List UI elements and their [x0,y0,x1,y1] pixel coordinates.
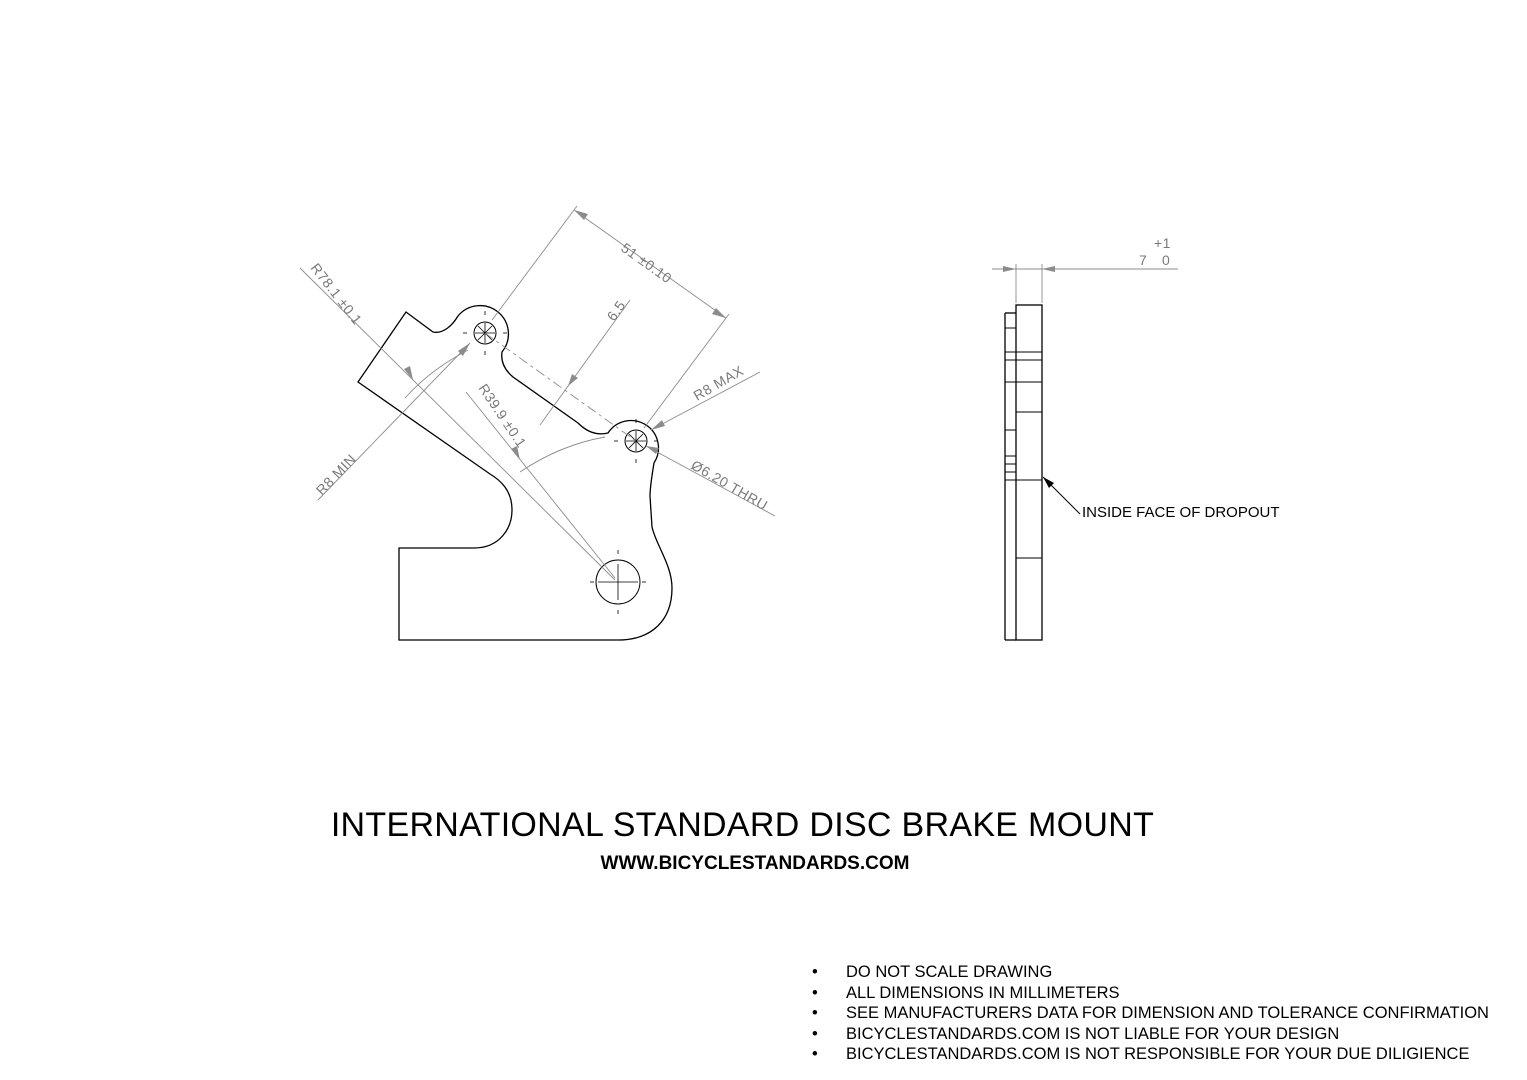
bullet-icon: • [812,963,818,981]
note-text: BICYCLESTANDARDS.COM IS NOT RESPONSIBLE … [846,1045,1470,1063]
note-text: DO NOT SCALE DRAWING [846,963,1053,981]
dimension-radius-min-label: R8 MIN [313,451,360,498]
axle-hole [590,550,646,614]
notes-list: • DO NOT SCALE DRAWING • ALL DIMENSIONS IN… [812,962,1489,1065]
drawing-title: INTERNATIONAL STANDARD DISC BRAKE MOUNT [330,806,1155,844]
callout-inside-face-label: INSIDE FACE OF DROPOUT [1082,504,1280,521]
note-item: • BICYCLESTANDARDS.COM IS NOT RESPONSIBLE… [812,1044,1489,1065]
dimension-hole: Ø6.20 THRU [645,445,776,517]
note-text: SEE MANUFACTURERS DATA FOR DIMENSION AND… [846,1004,1489,1022]
bullet-icon: • [812,983,818,1002]
lower-mounting-hole [614,419,658,463]
dimension-hole-label: Ø6.20 THRU [689,457,771,514]
bullet-icon: • [812,1004,818,1022]
dimension-thickness-tol-lower: 0 [1162,252,1170,268]
dimension-thickness-tol-upper: +1 [1154,235,1171,251]
dimension-thickness-value: 7 [1139,252,1147,268]
dimension-large-radius-label: R78.1 ±0.1 [308,260,366,328]
side-view: 7 +1 0 INSIDE FACE OF DROPOUT [992,235,1280,641]
dimension-offset-label: 6.5 [603,297,628,323]
note-text: BICYCLESTANDARDS.COM IS NOT LIABLE FOR Y… [846,1024,1340,1043]
note-item: • ALL DIMENSIONS IN MILLIMETERS [812,983,1489,1004]
website-link[interactable]: WWW.BICYCLESTANDARDS.COM [600,853,910,874]
dimension-small-radius-label: R39.9 ±0.1 [476,381,530,451]
front-view: 51 ±0.10 6.5 R78.1 ±0.1 R39.9 ±0.1 R8 MI… [299,205,776,641]
dimension-radius-max-label: R8 MAX [691,362,747,403]
dimension-radius-min: R8 MIN [313,342,471,501]
mount-outline [357,304,673,641]
note-item: • SEE MANUFACTURERS DATA FOR DIMENSION AN… [812,1003,1489,1024]
dimension-center-distance-label: 51 ±0.10 [618,239,675,286]
callout-inside-face: INSIDE FACE OF DROPOUT [1042,476,1280,521]
bullet-icon: • [812,1045,818,1063]
upper-mounting-hole [463,311,507,355]
dimension-offset: 6.5 [539,297,631,426]
bullet-icon: • [812,1024,818,1043]
note-text: ALL DIMENSIONS IN MILLIMETERS [846,983,1120,1002]
dimension-thickness: 7 +1 0 [992,235,1178,303]
note-item: • DO NOT SCALE DRAWING [812,962,1489,983]
dimension-large-radius: R78.1 ±0.1 [299,260,616,581]
note-item: • BICYCLESTANDARDS.COM IS NOT LIABLE FOR … [812,1024,1489,1045]
